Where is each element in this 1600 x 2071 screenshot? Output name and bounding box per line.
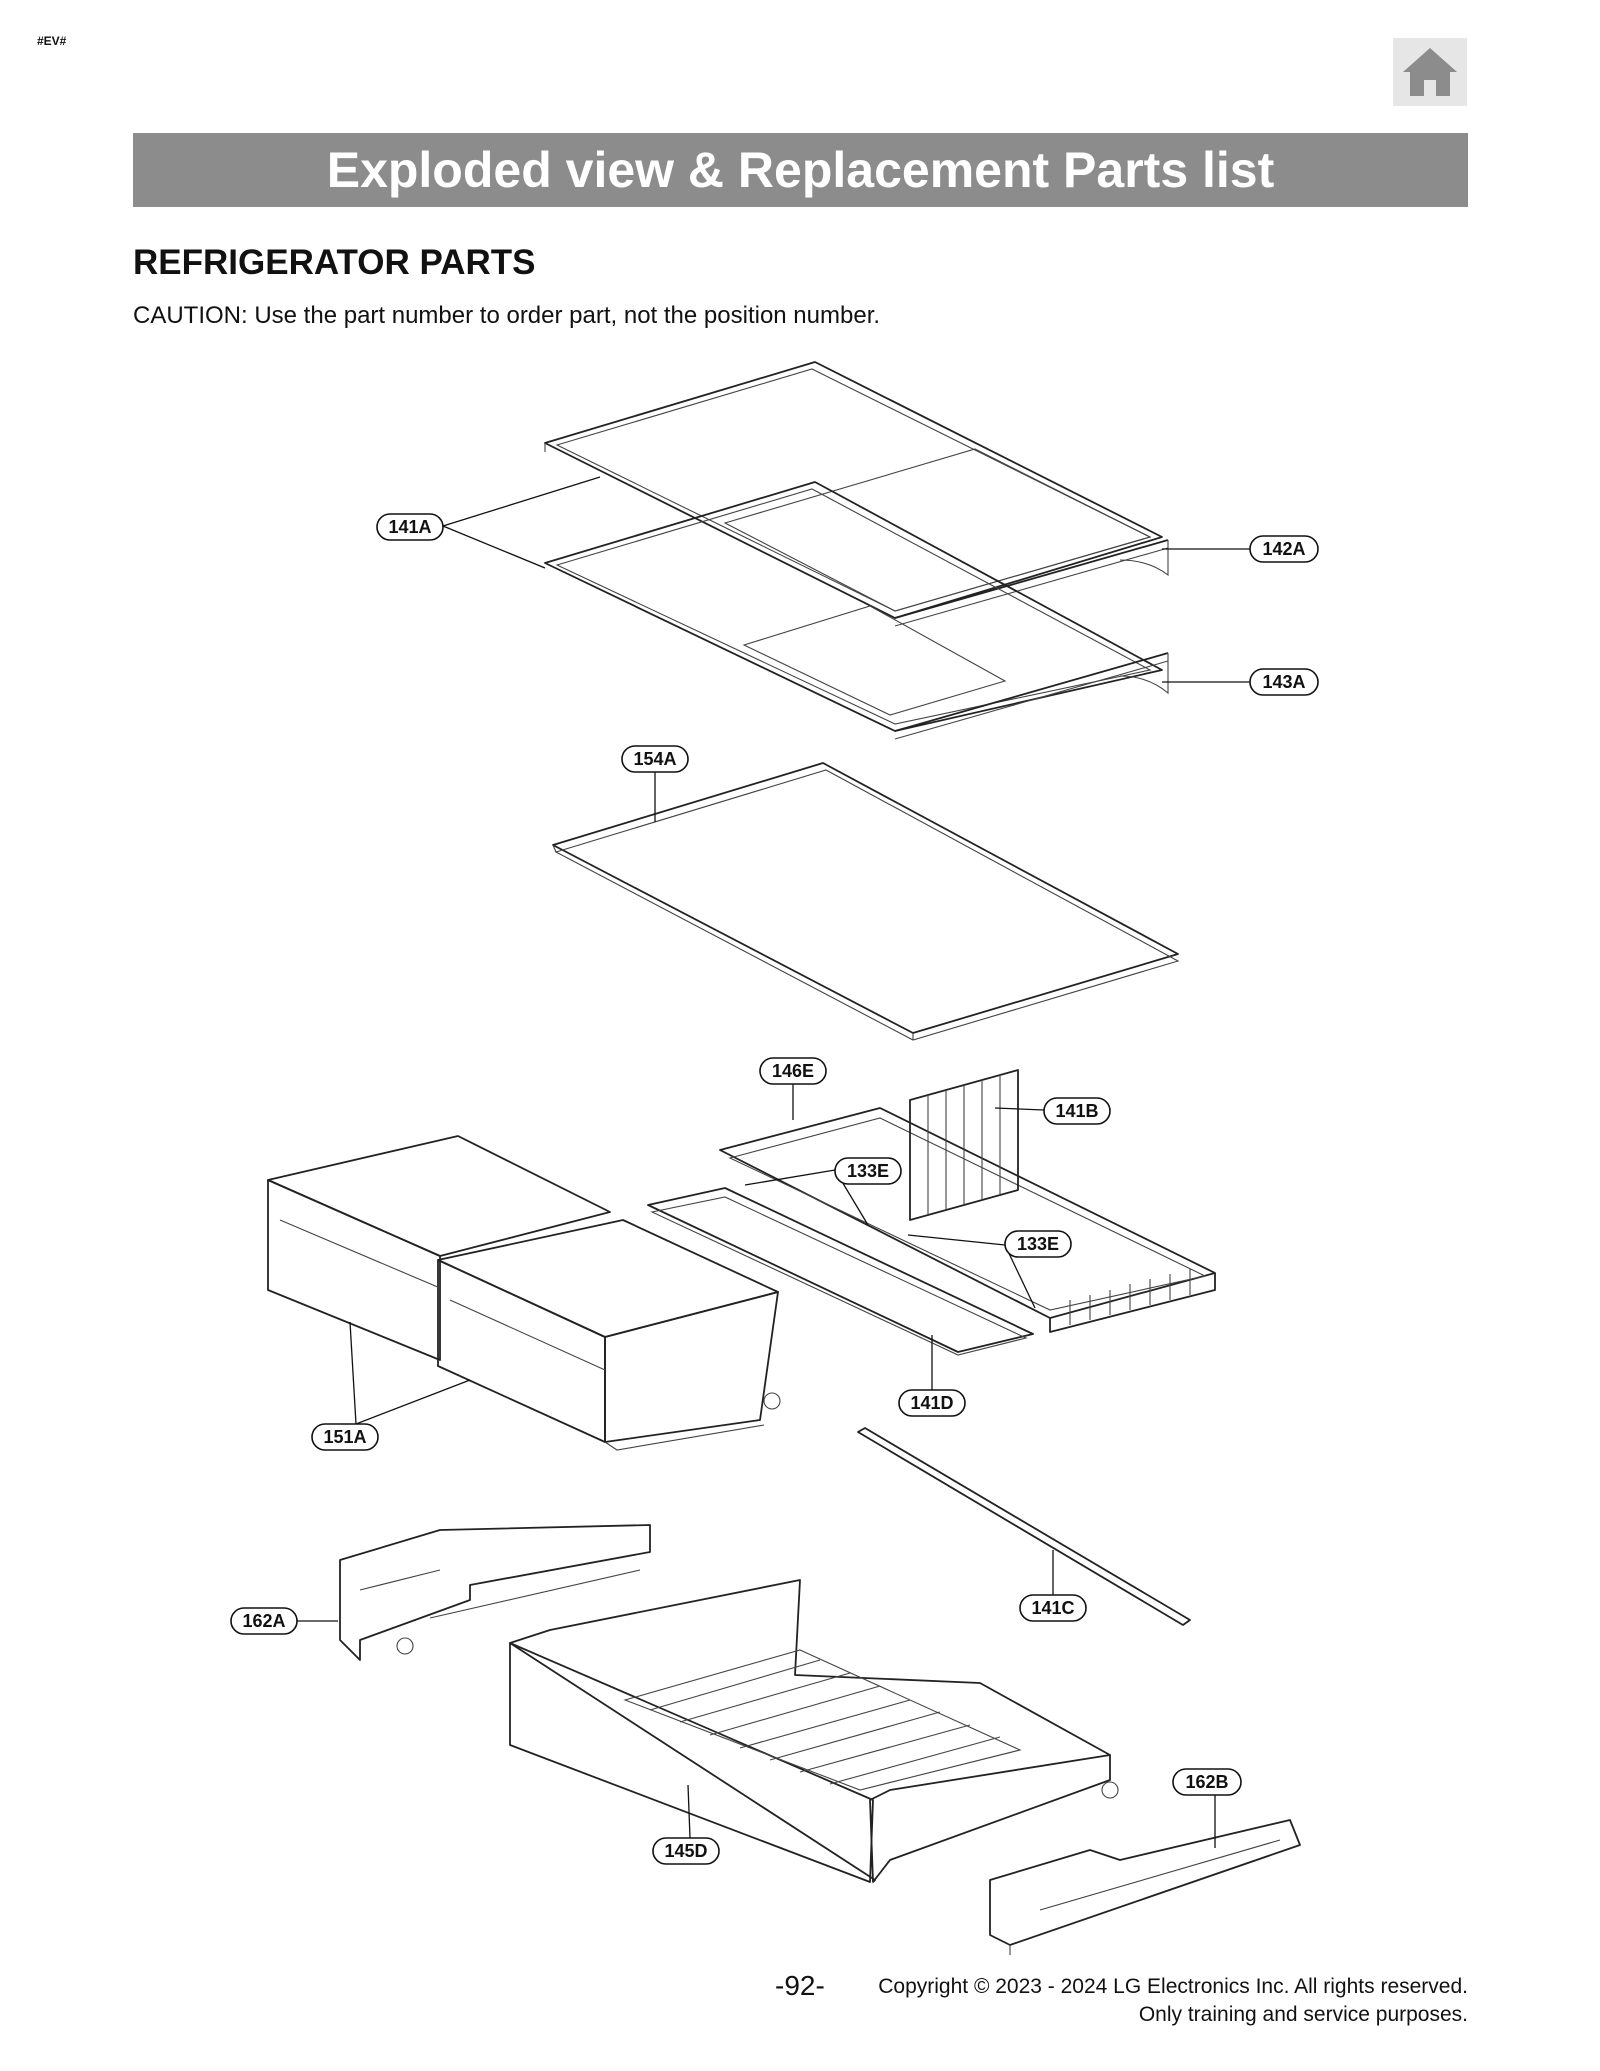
shelf-142a-drawing — [544, 361, 1169, 627]
svg-text:133E: 133E — [1017, 1234, 1059, 1254]
caution-text: CAUTION: Use the part number to order pa… — [133, 302, 881, 329]
svg-text:141C: 141C — [1031, 1598, 1074, 1618]
svg-text:141A: 141A — [388, 517, 431, 537]
copyright-line: Copyright © 2023 - 2024 LG Electronics I… — [878, 1975, 1468, 1998]
callout-141b: 141B — [1043, 1097, 1111, 1125]
callout-141d: 141D — [898, 1389, 966, 1417]
crisper-drawers-151a-drawing — [267, 1135, 781, 1451]
svg-text:151A: 151A — [323, 1427, 366, 1447]
banner-title: Exploded view & Replacement Parts list — [133, 133, 1468, 207]
crisper-cover-141d-drawing — [647, 1107, 1216, 1356]
callout-133e-lower: 133E — [1004, 1230, 1072, 1258]
callout-146e: 146E — [759, 1057, 827, 1085]
document-tag: #EV# — [37, 34, 67, 48]
callout-151a: 151A — [311, 1423, 379, 1451]
bottom-drawer-145d-drawing — [509, 1579, 1119, 1883]
svg-text:162A: 162A — [242, 1611, 285, 1631]
home-button[interactable] — [1393, 38, 1467, 106]
svg-text:145D: 145D — [664, 1841, 707, 1861]
svg-text:142A: 142A — [1262, 539, 1305, 559]
rail-162b-drawing — [989, 1819, 1301, 1955]
callout-154a: 154A — [621, 745, 689, 773]
svg-text:146E: 146E — [772, 1061, 814, 1081]
section-title: REFRIGERATOR PARTS — [133, 243, 536, 282]
callout-145d: 145D — [652, 1837, 720, 1865]
callout-162b: 162B — [1172, 1768, 1242, 1796]
rail-162a-drawing — [339, 1524, 651, 1661]
svg-text:141D: 141D — [910, 1393, 953, 1413]
usage-note: Only training and service purposes. — [1138, 2003, 1468, 2026]
callout-141a: 141A — [376, 513, 444, 541]
svg-text:162B: 162B — [1185, 1772, 1228, 1792]
callout-143a: 143A — [1249, 668, 1319, 696]
svg-text:154A: 154A — [633, 749, 676, 769]
leader-lines — [297, 476, 1250, 1848]
shelf-143a-drawing — [544, 481, 1169, 740]
page-number: -92- — [775, 1970, 825, 2001]
svg-text:133E: 133E — [847, 1161, 889, 1181]
svg-text:143A: 143A — [1262, 672, 1305, 692]
callout-133e-upper: 133E — [834, 1157, 902, 1185]
callout-141c: 141C — [1019, 1594, 1087, 1622]
glass-cover-154a-drawing — [552, 762, 1180, 1041]
callout-162a: 162A — [230, 1607, 298, 1635]
svg-text:141B: 141B — [1055, 1101, 1098, 1121]
home-icon — [1403, 48, 1457, 96]
callout-142a: 142A — [1249, 535, 1319, 563]
trim-141c-drawing — [857, 1427, 1191, 1626]
divider-141b-drawing — [909, 1069, 1019, 1221]
